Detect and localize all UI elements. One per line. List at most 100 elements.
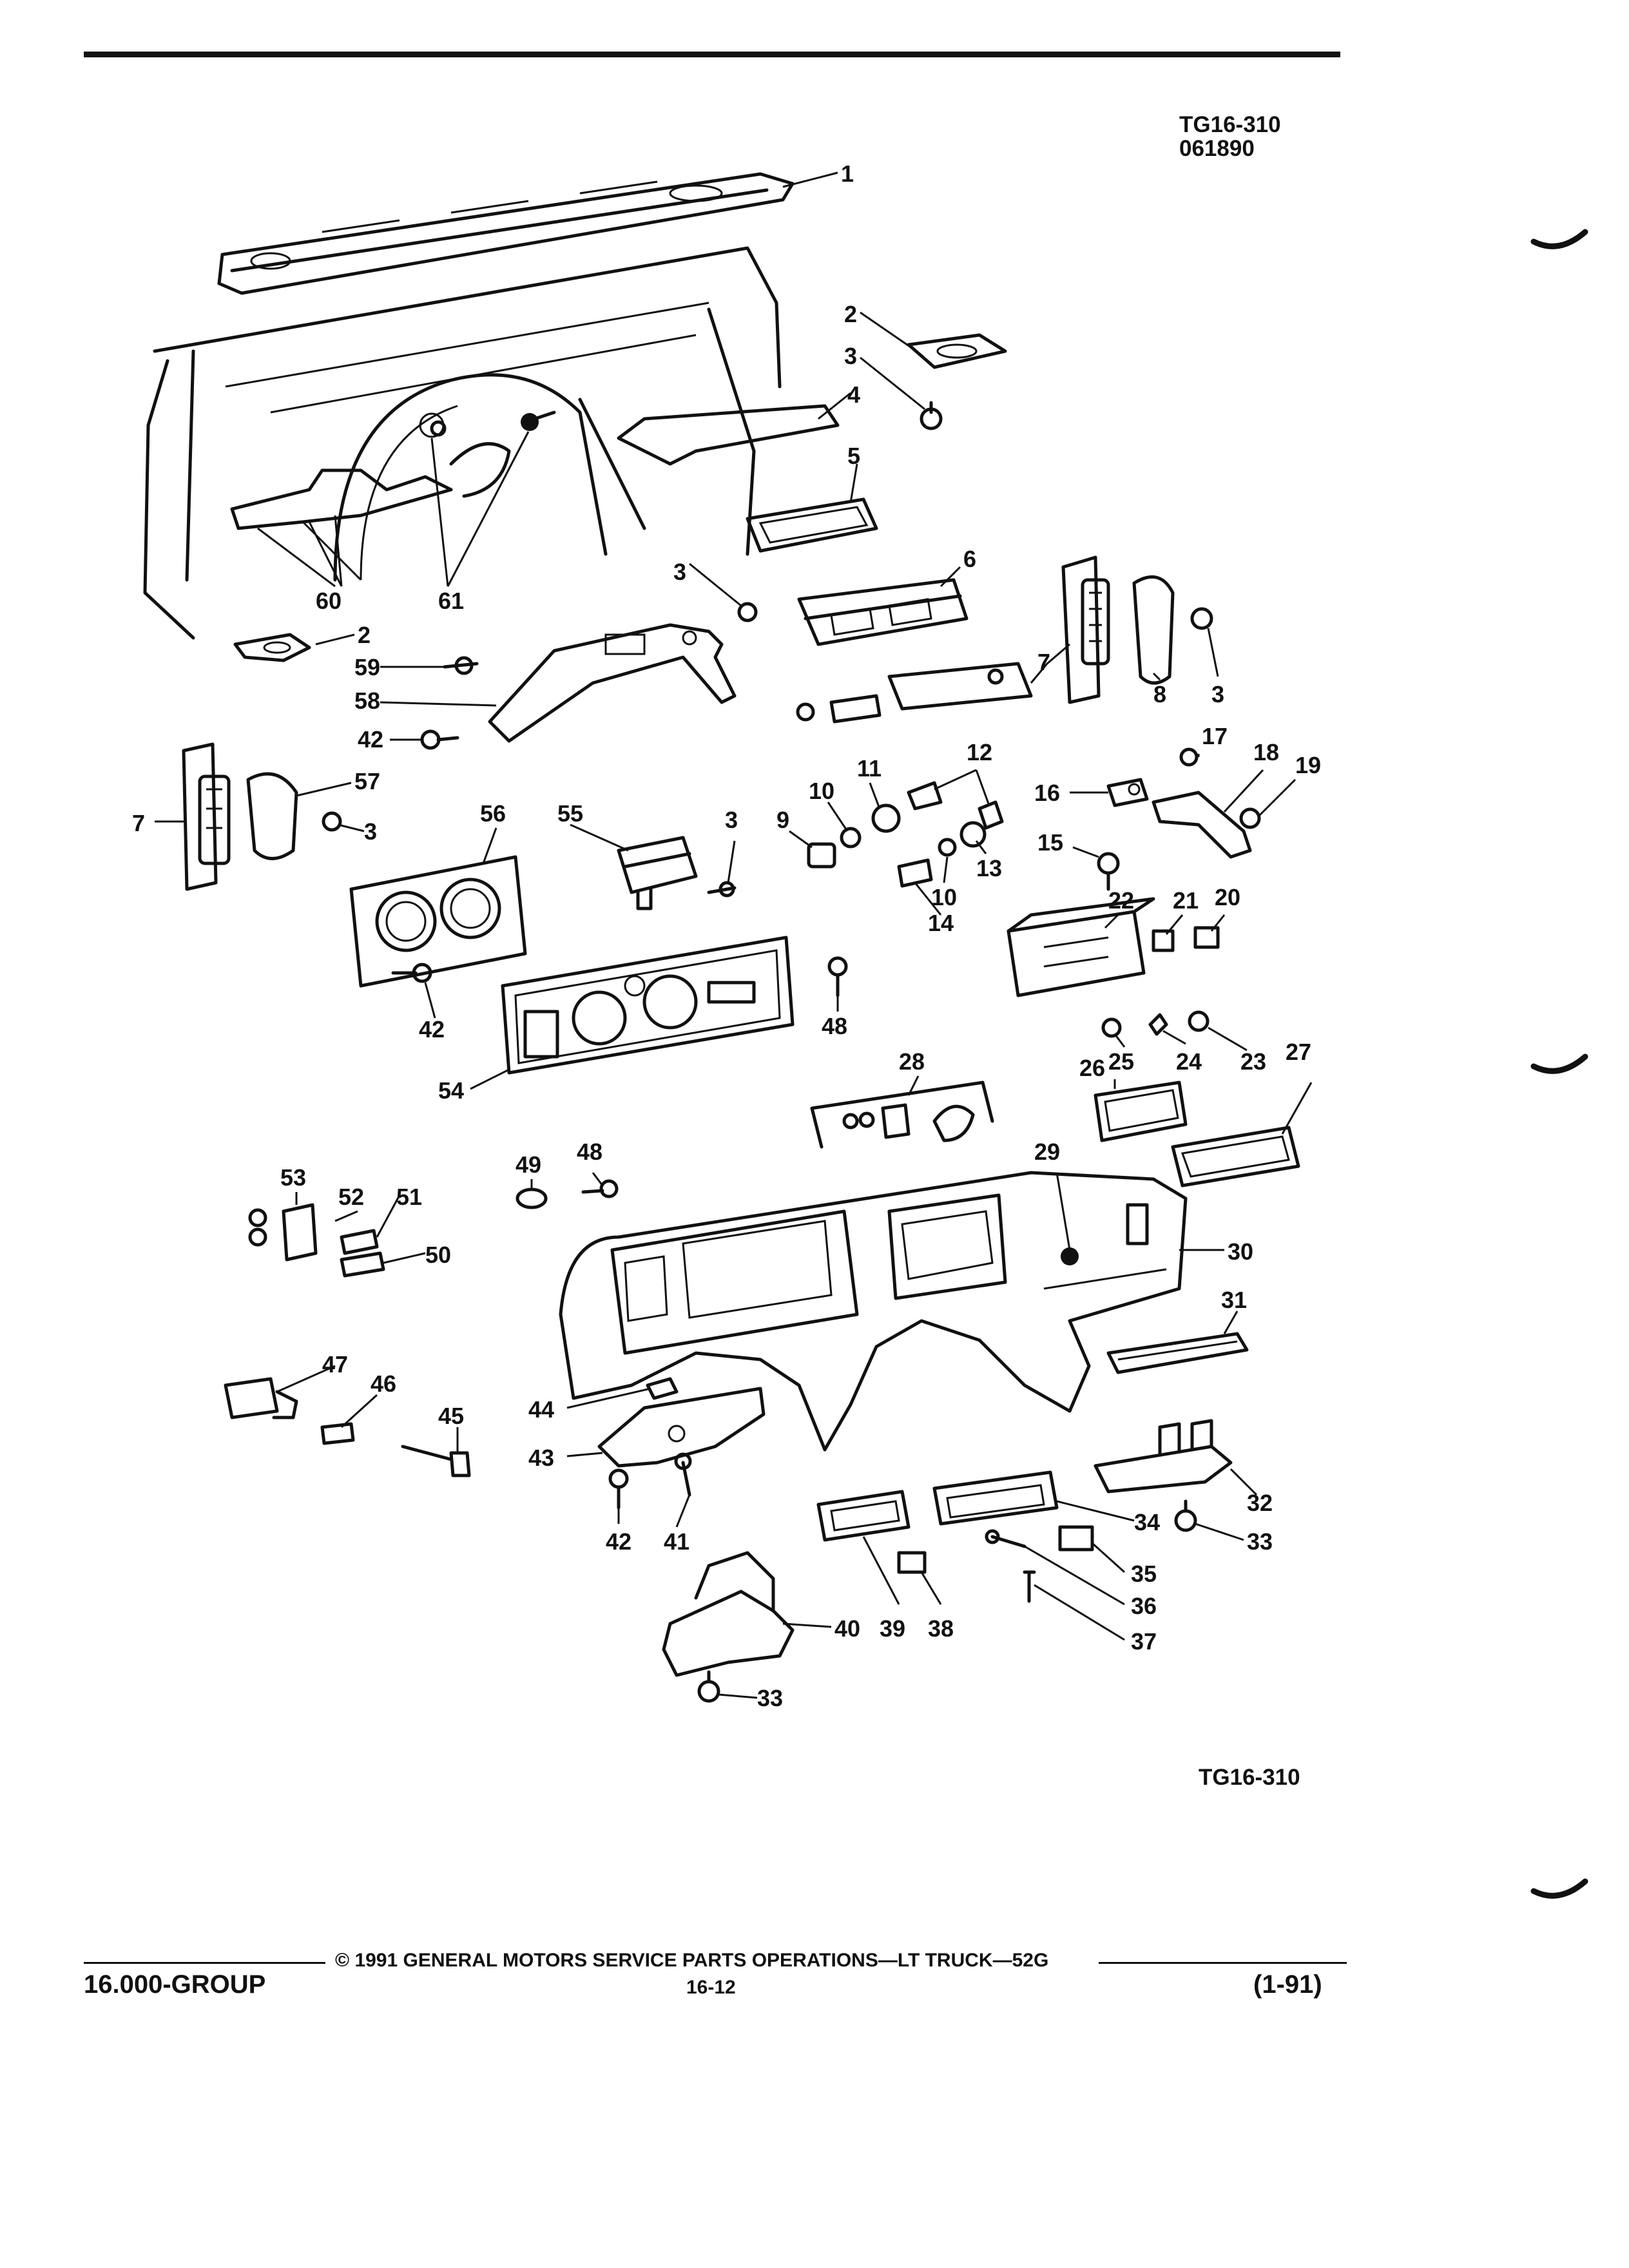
callout-label: 21 <box>1173 887 1199 914</box>
callout-label: 8 <box>1153 681 1166 707</box>
callout-label: 13 <box>976 855 1002 881</box>
part-cowl-frame <box>143 246 840 640</box>
part-screw-42 <box>420 729 459 750</box>
callout-labels: 1 2 3 4 5 60 61 3 6 2 59 58 7 8 3 42 57 … <box>132 160 1321 1711</box>
callout-label: 36 <box>1131 1593 1157 1619</box>
callout-label: 45 <box>438 1403 464 1429</box>
callout-label: 39 <box>880 1615 905 1642</box>
part-clips-20-21 <box>1152 926 1220 952</box>
callout-label: 33 <box>1247 1528 1273 1555</box>
part-screw-3 <box>920 401 943 430</box>
callout-label: 42 <box>358 726 383 753</box>
part-bracket-32 <box>1094 1419 1233 1494</box>
part-lens-26 <box>1094 1081 1188 1142</box>
callout-label: 19 <box>1295 752 1321 778</box>
callout-label: 44 <box>528 1396 554 1423</box>
callout-label: 1 <box>841 160 854 187</box>
part-trim-31 <box>1106 1332 1249 1374</box>
page-number: 16-12 <box>686 1977 736 1998</box>
callout-label: 46 <box>371 1370 396 1397</box>
part-brace-43 <box>597 1387 766 1468</box>
part-cluster-56 <box>349 855 527 988</box>
part-plug-49 <box>516 1187 548 1209</box>
part-radio-22 <box>1007 897 1155 997</box>
leader-lines <box>155 171 1313 1699</box>
callout-label: 40 <box>834 1615 860 1642</box>
callout-label: 52 <box>338 1184 364 1210</box>
callout-label: 57 <box>354 768 380 794</box>
part-bracket-16-19 <box>1106 747 1261 859</box>
part-screw-3 <box>707 881 737 898</box>
part-clip-38 <box>897 1551 927 1574</box>
callout-label: 58 <box>354 687 380 714</box>
part-bracket-2 <box>907 333 1007 369</box>
part-clip-44 <box>646 1377 679 1400</box>
part-screw-15 <box>1097 852 1120 891</box>
part-sensor-47 <box>224 1377 298 1419</box>
callout-label: 10 <box>809 778 834 804</box>
callout-label: 48 <box>577 1139 602 1165</box>
callout-label: 12 <box>967 739 992 765</box>
callout-label: 33 <box>757 1685 783 1711</box>
part-screw-46 <box>320 1422 355 1445</box>
part-panel-34 <box>932 1470 1059 1526</box>
part-screw-48 <box>581 1179 619 1198</box>
callout-label: 17 <box>1202 723 1228 749</box>
part-screw-41 <box>674 1452 692 1497</box>
callout-label: 35 <box>1131 1561 1157 1587</box>
part-connector-28 <box>810 1081 994 1149</box>
callout-label: 24 <box>1176 1048 1202 1075</box>
callout-label: 48 <box>822 1013 847 1039</box>
footer-rule-left <box>84 1962 325 1964</box>
callout-label: 32 <box>1247 1490 1273 1516</box>
callout-label: 7 <box>132 810 145 836</box>
callout-label: 5 <box>847 443 860 469</box>
margin-mark <box>1530 1878 1588 1899</box>
part-screw-48 <box>827 956 848 997</box>
callout-label: 3 <box>673 559 686 585</box>
part-gasket-5 <box>746 497 878 553</box>
footer-rule-right <box>1099 1962 1347 1964</box>
callout-label: 7 <box>1037 649 1050 675</box>
callout-label: 42 <box>606 1528 631 1555</box>
callout-label: 23 <box>1240 1048 1266 1075</box>
callout-label: 56 <box>480 800 506 827</box>
part-nuts-23-25 <box>1101 1010 1210 1038</box>
part-screw-36 <box>985 1529 1027 1548</box>
callout-label: 18 <box>1253 739 1279 765</box>
part-screw-33 <box>697 1670 720 1703</box>
part-screw-33 <box>1174 1499 1197 1532</box>
callout-label: 55 <box>557 800 583 827</box>
callout-label: 61 <box>438 588 464 614</box>
callout-label: 9 <box>776 807 789 833</box>
callout-label: 3 <box>1211 681 1224 707</box>
part-bezel-54 <box>501 936 795 1075</box>
callout-label: 50 <box>425 1242 451 1268</box>
part-screw-42 <box>391 963 432 983</box>
callout-label: 47 <box>322 1351 348 1378</box>
callout-label: 6 <box>963 546 976 572</box>
part-bracket-40 <box>662 1551 795 1677</box>
figure-code: TG16-310 <box>1179 112 1281 137</box>
callout-label: 26 <box>1079 1055 1105 1081</box>
callout-label: 34 <box>1134 1509 1160 1535</box>
callout-label: 4 <box>847 381 860 408</box>
callout-label: 11 <box>857 755 882 782</box>
part-switch-55 <box>617 836 698 910</box>
callout-label: 43 <box>528 1445 554 1471</box>
part-bulbs-50-53 <box>248 1203 385 1278</box>
part-brace-58 <box>488 623 737 743</box>
part-cable-45 <box>401 1445 471 1477</box>
margin-mark <box>1530 229 1588 249</box>
callout-label: 28 <box>899 1048 925 1075</box>
callout-label: 16 <box>1034 780 1060 806</box>
callout-label: 3 <box>725 807 738 833</box>
part-switch-35 <box>1058 1525 1094 1552</box>
callout-label: 53 <box>280 1164 306 1191</box>
part-vent-7 <box>182 742 342 891</box>
callout-label: 20 <box>1215 884 1240 910</box>
part-panel-39 <box>816 1490 911 1542</box>
part-instrument-panel-30 <box>559 1171 1188 1452</box>
callout-label: 41 <box>664 1528 689 1555</box>
